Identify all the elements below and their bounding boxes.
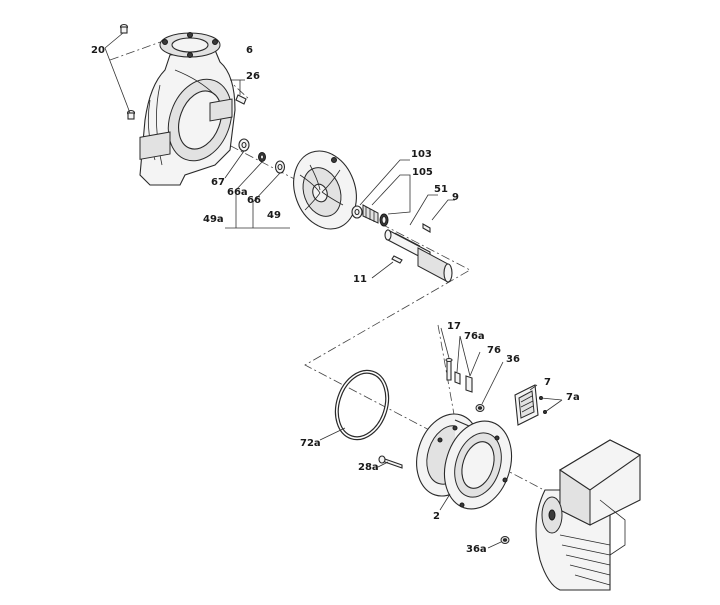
label-105: 105 (412, 167, 433, 178)
label-2: 2 (433, 511, 440, 522)
label-11: 11 (353, 274, 367, 285)
seal-rings (224, 138, 290, 229)
label-36a: 36a (466, 544, 487, 555)
mechanical-seal (351, 159, 411, 227)
shaft-sleeve (371, 194, 455, 283)
label-76a: 76a (464, 331, 485, 342)
label-7: 7 (544, 377, 551, 388)
pump-casing (139, 32, 236, 186)
motor-adapter-bracket (416, 413, 513, 511)
o-ring (319, 369, 390, 441)
plug-26 (230, 79, 247, 105)
label-103: 103 (411, 149, 432, 160)
impeller (293, 150, 357, 230)
label-66a: 66a (227, 187, 248, 198)
label-67: 67 (211, 177, 225, 188)
motor (535, 439, 642, 591)
label-36: 36 (506, 354, 520, 365)
cover-plate (514, 384, 563, 426)
bolt-20-parts (104, 23, 136, 120)
label-9: 9 (452, 192, 459, 203)
callout-labels: 20 6 26 67 66a 66 49a 49 103 105 51 9 11… (91, 45, 580, 555)
label-72a: 72a (300, 438, 321, 449)
studs-and-nuts (440, 327, 504, 412)
label-6: 6 (246, 45, 253, 56)
bolt-28a (377, 455, 403, 469)
label-49: 49 (267, 210, 281, 221)
label-17: 17 (447, 321, 461, 332)
label-20: 20 (91, 45, 105, 56)
label-28a: 28a (358, 462, 379, 473)
nut-36a (487, 536, 510, 549)
label-49a: 49a (203, 214, 224, 225)
label-66: 66 (247, 195, 261, 206)
label-76: 76 (487, 345, 501, 356)
label-7a: 7a (566, 392, 580, 403)
label-26: 26 (246, 71, 260, 82)
label-51: 51 (434, 184, 448, 195)
